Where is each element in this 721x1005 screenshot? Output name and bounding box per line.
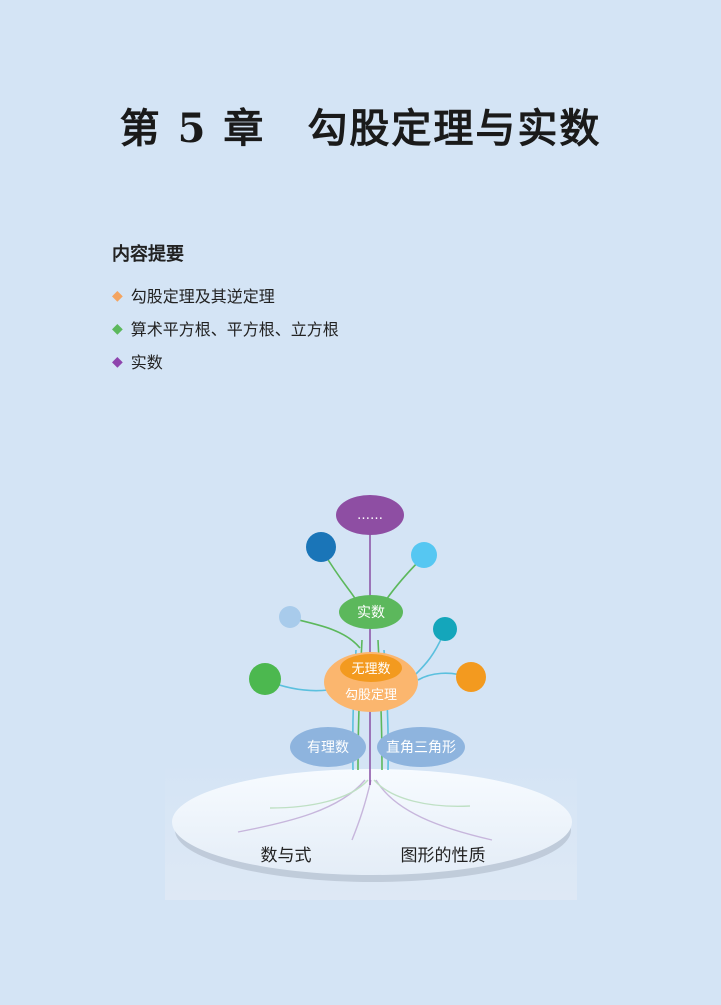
right-triangle-label: 直角三角形 (386, 739, 456, 756)
right-triangle-node (377, 727, 465, 767)
base-platform (172, 769, 572, 875)
diamond-bullet-icon: ◆ (112, 354, 123, 370)
diamond-bullet-icon: ◆ (112, 321, 123, 337)
leaf-node-teal (433, 617, 457, 641)
leaf-node-pale-blue (279, 606, 301, 628)
content-summary: 内容提要 ◆ 勾股定理及其逆定理 ◆ 算术平方根、平方根、立方根 ◆ 实数 (112, 240, 339, 379)
summary-item-label: 算术平方根、平方根、立方根 (130, 320, 339, 339)
top-node-label: …… (357, 508, 383, 523)
summary-list: ◆ 勾股定理及其逆定理 ◆ 算术平方根、平方根、立方根 ◆ 实数 (112, 280, 339, 379)
leaf-node-dark-blue (306, 532, 336, 562)
rational-numbers-node (290, 727, 366, 767)
real-numbers-label: 实数 (357, 605, 385, 621)
irrational-label: 无理数 (351, 662, 390, 677)
real-numbers-node (339, 595, 403, 629)
summary-item-label: 勾股定理及其逆定理 (130, 287, 275, 306)
tree-roots (237, 779, 493, 841)
leaf-node-light-blue (411, 542, 437, 568)
top-node (336, 495, 404, 535)
summary-item-roots: ◆ 算术平方根、平方根、立方根 (112, 313, 339, 346)
base-label-shape-properties: 图形的性质 (401, 846, 486, 866)
leaf-node-green (249, 663, 281, 695)
base-label-numbers-expressions: 数与式 (261, 846, 312, 866)
leaf-node-orange (456, 662, 486, 692)
pythagoras-label: 勾股定理 (345, 688, 397, 703)
summary-heading: 内容提要 (112, 244, 184, 265)
summary-item-pythagoras: ◆ 勾股定理及其逆定理 (112, 280, 339, 313)
rational-numbers-label: 有理数 (307, 740, 349, 756)
summary-item-real-numbers: ◆ 实数 (112, 346, 339, 379)
page-title: 第 5 章 勾股定理与实数 (119, 105, 602, 152)
irrational-node (340, 654, 402, 682)
diamond-bullet-icon: ◆ (112, 288, 123, 304)
summary-item-label: 实数 (130, 353, 163, 372)
